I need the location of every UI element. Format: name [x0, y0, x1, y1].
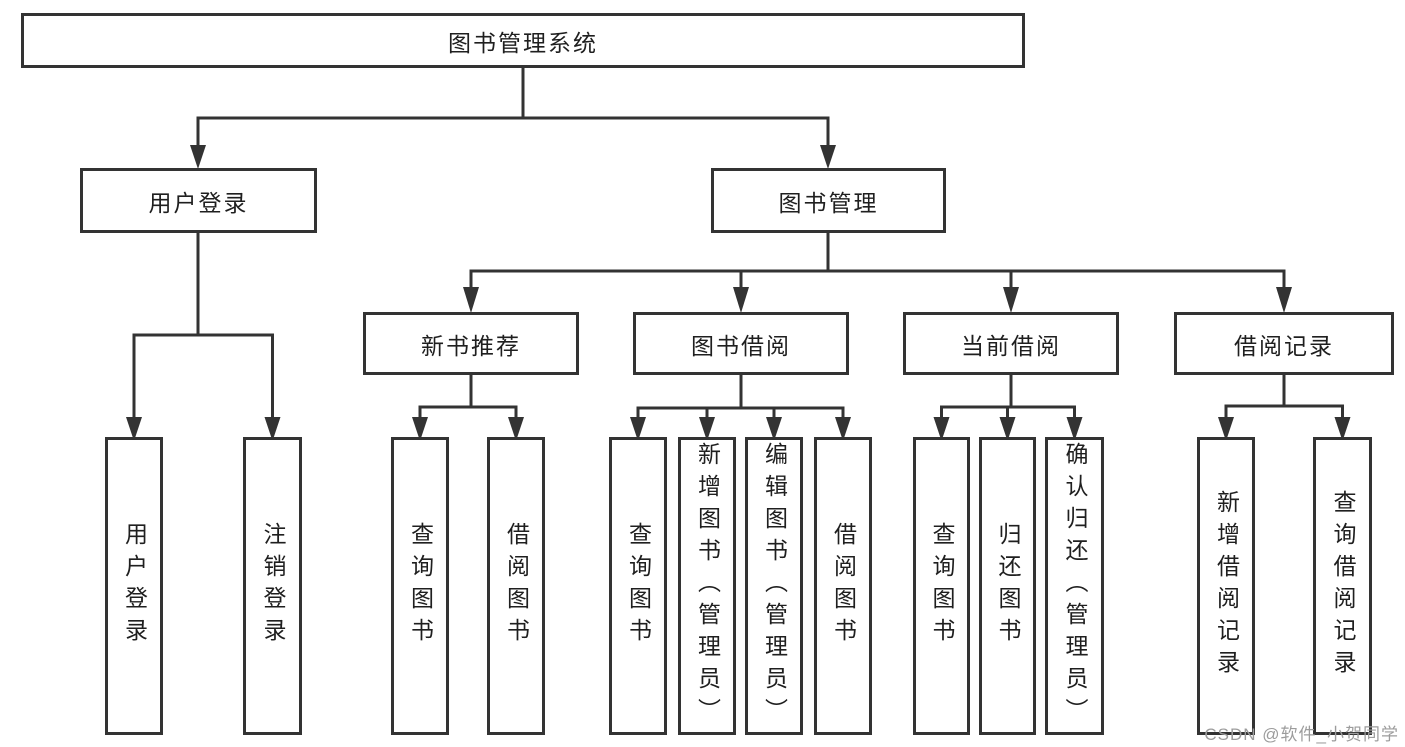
leaf-logout: 注销登录: [243, 437, 302, 735]
node-user-login: 用户登录: [80, 168, 317, 233]
node-book-borrow: 图书借阅: [633, 312, 849, 375]
leaf-add-books-admin: 新增图书（管理员）: [678, 437, 736, 735]
leaf-confirm-return-admin: 确认归还（管理员）: [1045, 437, 1104, 735]
leaf-add-borrow-record: 新增借阅记录: [1197, 437, 1255, 735]
leaf-borrow-books: 借阅图书: [814, 437, 872, 735]
leaf-user-login: 用户登录: [105, 437, 163, 735]
node-root-library-system: 图书管理系统: [21, 13, 1025, 68]
leaf-return-books: 归还图书: [979, 437, 1036, 735]
node-borrow-records: 借阅记录: [1174, 312, 1394, 375]
watermark: CSDN @软件_小贺同学: [1204, 725, 1399, 744]
node-current-borrow: 当前借阅: [903, 312, 1119, 375]
node-new-book-recommend: 新书推荐: [363, 312, 579, 375]
leaf-query-borrow-record: 查询借阅记录: [1313, 437, 1372, 735]
leaf-borrow-books-recommend: 借阅图书: [487, 437, 545, 735]
leaf-query-books-recommend: 查询图书: [391, 437, 449, 735]
node-book-management: 图书管理: [711, 168, 946, 233]
leaf-query-books-borrow: 查询图书: [609, 437, 667, 735]
leaf-edit-books-admin: 编辑图书（管理员）: [745, 437, 803, 735]
leaf-query-books-current: 查询图书: [913, 437, 970, 735]
